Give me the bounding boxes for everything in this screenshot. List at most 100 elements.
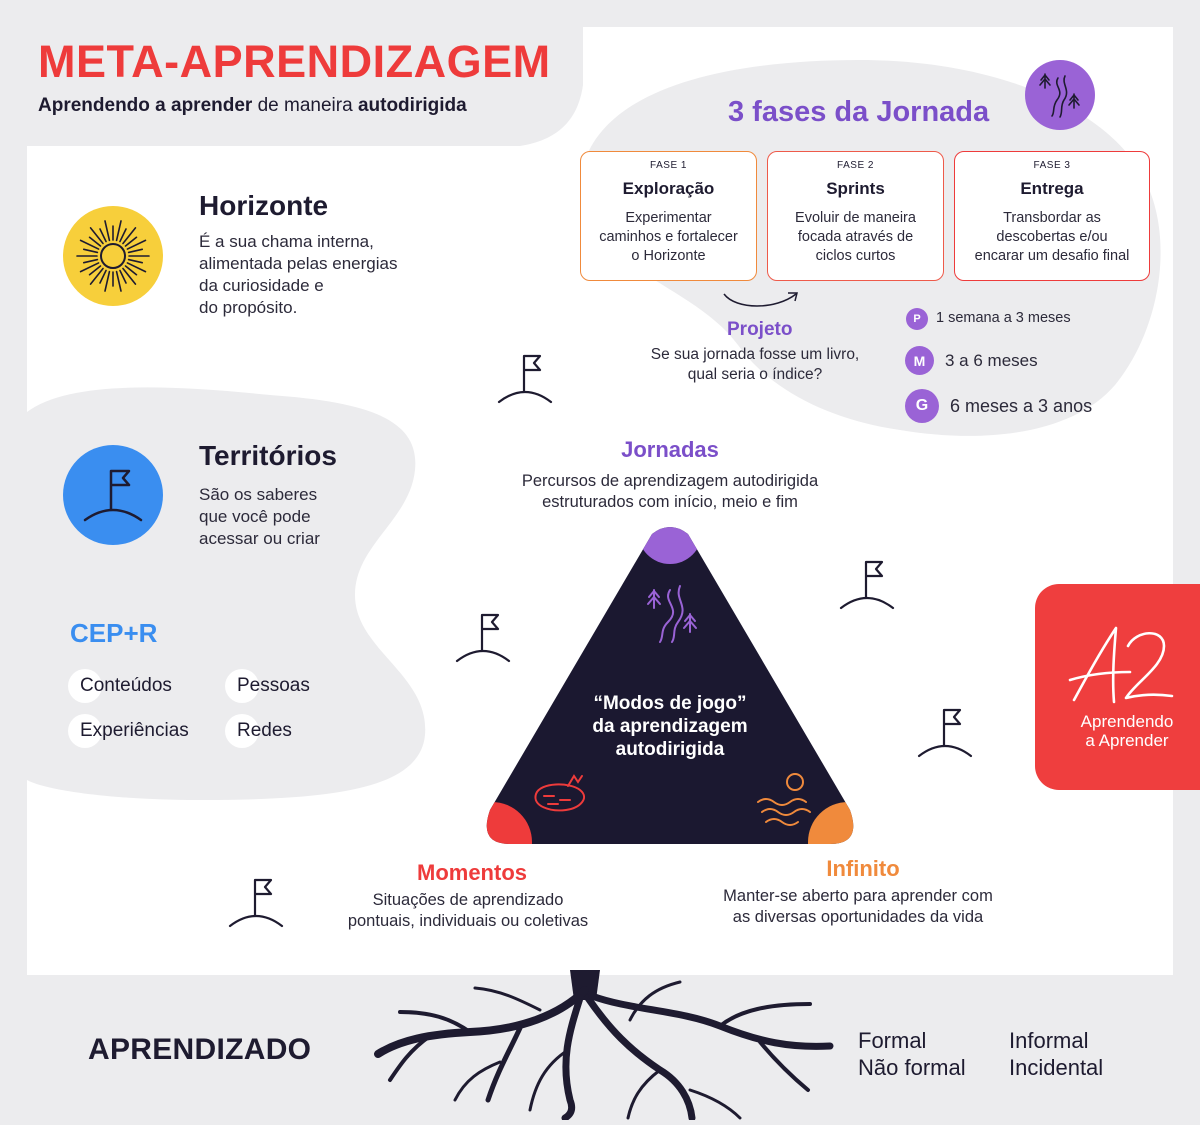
territorios-title: Territórios bbox=[199, 440, 337, 471]
infinito-title: Infinito bbox=[826, 856, 900, 881]
sun-ray bbox=[119, 228, 127, 243]
phase-label: FASE 1 bbox=[650, 160, 687, 171]
phase-desc-line: ciclos curtos bbox=[815, 248, 896, 264]
phases-title: 3 fases da Jornada bbox=[728, 96, 990, 128]
horizonte-text: É a sua chama interna, alimentada pelas … bbox=[199, 231, 397, 319]
sun-ray bbox=[104, 270, 111, 292]
horizonte-line: do propósito. bbox=[199, 298, 298, 317]
lake-icon bbox=[534, 774, 585, 812]
curved-arrow-icon bbox=[723, 292, 798, 307]
projeto-line: qual seria o índice? bbox=[687, 366, 823, 383]
sun-ray bbox=[99, 269, 107, 284]
horizonte-line: alimentada pelas energias bbox=[199, 254, 398, 273]
sun-ray bbox=[124, 236, 138, 247]
projeto-line: Se sua jornada fosse um livro, bbox=[650, 346, 860, 363]
horizonte-title: Horizonte bbox=[199, 190, 329, 221]
triangle-line: da aprendizagem bbox=[592, 716, 748, 737]
sun-ray bbox=[88, 236, 102, 247]
jornadas-text: Percursos de aprendizagem autodirigida e… bbox=[480, 471, 860, 513]
territorios-line: São os saberes bbox=[199, 485, 318, 504]
phase-card-3: FASE 3 Entrega Transbordar as descoberta… bbox=[954, 151, 1150, 281]
territorios-line: acessar ou criar bbox=[199, 529, 320, 548]
territorios-line: que você pode bbox=[199, 507, 311, 526]
sun-ray bbox=[89, 267, 104, 285]
footer-title: APRENDIZADO bbox=[88, 1033, 312, 1066]
phase-desc-line: focada através de bbox=[797, 229, 914, 245]
subtitle-bold-2: autodirigida bbox=[357, 95, 467, 116]
momentos-line: pontuais, individuais ou coletivas bbox=[347, 912, 589, 930]
subtitle-bold-1: Aprendendo a aprender bbox=[38, 95, 253, 116]
projeto-text: Se sua jornada fosse um livro, qual seri… bbox=[636, 345, 874, 385]
a2-card bbox=[1035, 584, 1200, 790]
phase-desc-line: Experimentar bbox=[625, 210, 712, 226]
flag-icon bbox=[455, 613, 511, 663]
phase-name: Entrega bbox=[1020, 179, 1084, 198]
a2-line: a Aprender bbox=[1085, 731, 1169, 750]
page-title: META-APRENDIZAGEM bbox=[38, 36, 551, 87]
sun-ray bbox=[127, 258, 144, 264]
sun-ray bbox=[115, 270, 122, 292]
a2-logo bbox=[1068, 626, 1174, 704]
phase-card-2: FASE 2 Sprints Evoluir de maneira focada… bbox=[767, 151, 944, 281]
sun-ray bbox=[127, 248, 144, 254]
phase-label: FASE 2 bbox=[837, 160, 874, 171]
sun-ray bbox=[126, 262, 147, 273]
sun-ray bbox=[122, 227, 137, 245]
phase-desc: Transbordar as descobertas e/ou encarar … bbox=[955, 209, 1149, 266]
subtitle-mid: de maneira bbox=[252, 95, 358, 116]
cep-item-conteudos: Conteúdos bbox=[68, 669, 172, 703]
sun-ray bbox=[126, 239, 147, 250]
trail-icon bbox=[1025, 60, 1095, 130]
triangle-line: “Modos de jogo” bbox=[593, 693, 747, 714]
triangle-center-text: “Modos de jogo” da aprendizagem autodiri… bbox=[558, 692, 782, 761]
size-text-m: 3 a 6 meses bbox=[945, 351, 1038, 370]
cep-item-redes: Redes bbox=[225, 714, 292, 748]
a2-line: Aprendendo bbox=[1080, 712, 1174, 731]
sun-ray bbox=[79, 239, 100, 250]
modes-triangle bbox=[486, 527, 854, 844]
triangle-line: autodirigida bbox=[615, 739, 725, 760]
phase-desc: Experimentar caminhos e fortalecer o Hor… bbox=[581, 209, 756, 266]
infinito-text: Manter-se aberto para aprender com as di… bbox=[688, 886, 1028, 928]
sea-sun-icon bbox=[757, 773, 811, 826]
footer-item-formal: Formal bbox=[858, 1028, 927, 1053]
projeto-title: Projeto bbox=[727, 319, 793, 340]
horizonte-line: da curiosidade e bbox=[199, 276, 324, 295]
size-badge-g: G bbox=[905, 389, 939, 423]
phase-desc: Evoluir de maneira focada através de cic… bbox=[768, 209, 943, 266]
sun-ray bbox=[104, 220, 111, 242]
phase-desc-line: o Horizonte bbox=[631, 248, 706, 264]
cep-title: CEP+R bbox=[70, 618, 158, 648]
a2-text: Aprendendo a Aprender bbox=[1048, 712, 1200, 750]
phase-desc-line: Evoluir de maneira bbox=[795, 210, 916, 226]
cep-item-experiencias: Experiências bbox=[68, 714, 189, 748]
size-badge-m: M bbox=[905, 346, 934, 375]
phase-desc-line: encarar um desafio final bbox=[974, 248, 1130, 264]
footer-item-informal: Informal bbox=[1009, 1028, 1089, 1053]
horizonte-line: É a sua chama interna, bbox=[199, 232, 374, 251]
flag-icon bbox=[839, 560, 895, 610]
sun-ray bbox=[115, 220, 122, 242]
infinito-line: as diversas oportunidades da vida bbox=[732, 908, 984, 926]
phase-name: Sprints bbox=[826, 179, 885, 198]
sun-ray bbox=[82, 258, 99, 264]
flag-icon bbox=[228, 878, 284, 928]
infinito-line: Manter-se aberto para aprender com bbox=[723, 887, 993, 905]
phase-desc-line: Transbordar as bbox=[1003, 210, 1101, 226]
momentos-title: Momentos bbox=[417, 860, 527, 885]
sun-ray bbox=[89, 227, 104, 245]
trail-icon bbox=[647, 585, 697, 643]
footer-item-incidental: Incidental bbox=[1009, 1055, 1104, 1080]
flag-icon bbox=[497, 354, 553, 404]
jornadas-line: estruturados com início, meio e fim bbox=[542, 493, 798, 511]
jornadas-line: Percursos de aprendizagem autodirigida bbox=[521, 472, 819, 490]
sun-ray bbox=[99, 228, 107, 243]
sun-ray bbox=[119, 269, 127, 284]
size-text-p: 1 semana a 3 meses bbox=[936, 310, 1071, 326]
sun-ray bbox=[82, 248, 99, 254]
page-subtitle: Aprendendo a aprender de maneira autodir… bbox=[38, 95, 467, 117]
flag-icon bbox=[917, 708, 973, 758]
phase-label: FASE 3 bbox=[1033, 160, 1071, 171]
size-text-g: 6 meses a 3 anos bbox=[950, 396, 1093, 416]
sun-ray bbox=[79, 262, 100, 273]
